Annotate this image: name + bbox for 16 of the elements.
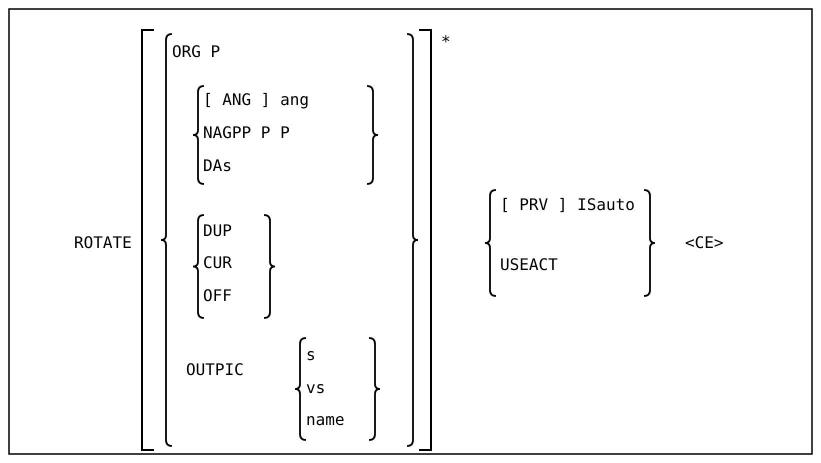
- syntax-option: USEACT: [500, 255, 558, 275]
- syntax-option: [ ANG ] ang: [203, 90, 309, 110]
- syntax-option: OUTPIC: [186, 360, 244, 380]
- syntax-option: DAs: [203, 156, 232, 176]
- syntax-option: s: [306, 345, 316, 365]
- syntax-option: DUP: [203, 221, 232, 241]
- command-keyword: ROTATE: [74, 233, 132, 253]
- syntax-option: OFF: [203, 286, 232, 306]
- terminator: <CE>: [685, 233, 724, 253]
- syntax-option: NAGPP P P: [203, 123, 290, 143]
- syntax-option: CUR: [203, 253, 232, 273]
- syntax-option: name: [306, 410, 345, 430]
- syntax-option: vs: [306, 378, 326, 398]
- syntax-option: [ PRV ] ISauto: [500, 195, 635, 215]
- syntax-option: ORG P: [172, 42, 220, 62]
- repeat-marker: *: [441, 32, 451, 52]
